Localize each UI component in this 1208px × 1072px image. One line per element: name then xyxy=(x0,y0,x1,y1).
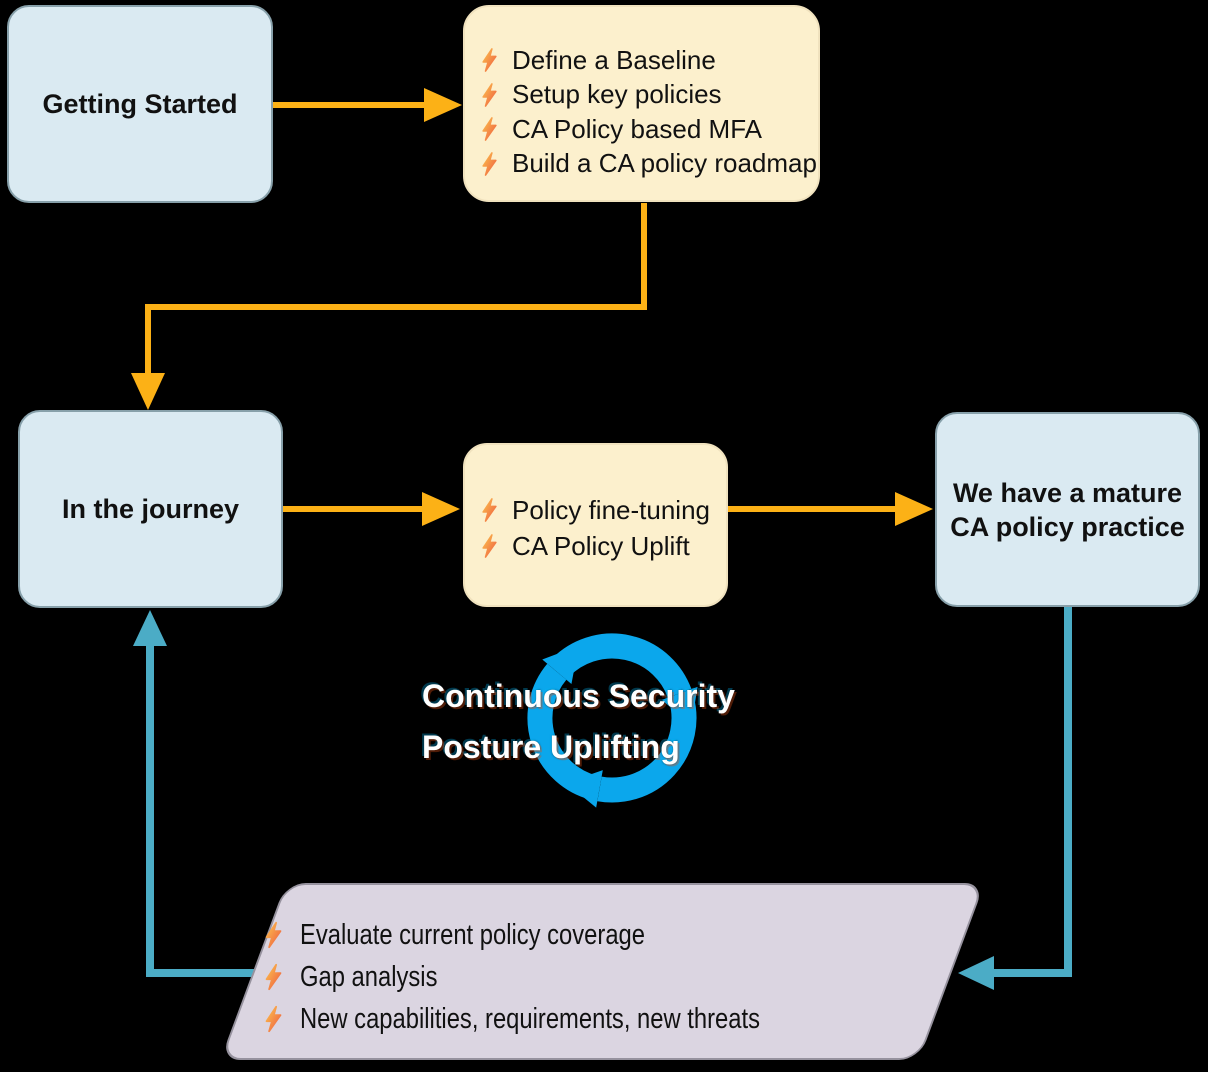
list-item-label: CA Policy Uplift xyxy=(512,530,690,561)
list-item: Define a Baseline xyxy=(465,43,818,78)
node-mature-practice: We have a mature CA policy practice xyxy=(935,412,1200,607)
lightning-bolt-icon xyxy=(482,534,497,558)
list-item: CA Policy based MFA xyxy=(465,112,818,147)
lightning-bolt-icon xyxy=(482,82,497,107)
arrow-actions-to-journey xyxy=(131,203,647,410)
lightning-bolt-icon xyxy=(482,117,497,142)
lightning-bolt-icon xyxy=(265,921,282,949)
arrow-actions-to-mature xyxy=(726,492,933,526)
lightning-bolt-icon xyxy=(482,48,497,73)
arrow-journey-to-actions xyxy=(281,492,460,526)
lightning-bolt-icon xyxy=(265,963,282,991)
arrow-getting-started-to-actions xyxy=(271,88,462,122)
list-item-label: New capabilities, requirements, new thre… xyxy=(300,1002,760,1035)
arrow-review-to-journey xyxy=(133,610,256,977)
cycle-caption-line2: Posture Uplifting xyxy=(422,729,680,765)
list-item: New capabilities, requirements, new thre… xyxy=(263,998,861,1040)
list-item: Gap analysis xyxy=(263,956,861,998)
list-item-label: Setup key policies xyxy=(512,79,722,110)
node-in-the-journey-label: In the journey xyxy=(61,494,240,524)
cycle-caption: Continuous Security Posture Uplifting xyxy=(422,671,735,773)
list-item: Build a CA policy roadmap xyxy=(465,147,818,182)
list-item-label: Define a Baseline xyxy=(512,44,716,75)
list-item-label: Evaluate current policy coverage xyxy=(300,918,646,951)
node-getting-started: Getting Started xyxy=(7,5,273,203)
mature-line1: We have a mature xyxy=(952,477,1183,508)
review-actions-list: Evaluate current policy coverage Gap ana… xyxy=(263,914,861,1040)
mature-line2: CA policy practice xyxy=(950,511,1185,542)
list-item: CA Policy Uplift xyxy=(465,528,726,564)
lightning-bolt-icon xyxy=(265,1005,282,1033)
node-starter-actions: Define a Baseline Setup key policies CA … xyxy=(463,5,820,202)
cycle-caption-line1: Continuous Security xyxy=(422,678,735,714)
node-in-the-journey: In the journey xyxy=(18,410,283,608)
arrow-mature-to-review xyxy=(958,605,1072,990)
list-item-label: Gap analysis xyxy=(300,960,438,993)
list-item: Evaluate current policy coverage xyxy=(263,914,861,956)
list-item-label: Build a CA policy roadmap xyxy=(512,148,817,179)
list-item-label: Policy fine-tuning xyxy=(512,494,710,525)
node-mature-practice-label: We have a mature CA policy practice xyxy=(950,476,1185,544)
lightning-bolt-icon xyxy=(482,498,497,522)
list-item: Policy fine-tuning xyxy=(465,492,726,528)
node-getting-started-label: Getting Started xyxy=(42,89,238,119)
list-item: Setup key policies xyxy=(465,78,818,113)
node-journey-actions: Policy fine-tuning CA Policy Uplift xyxy=(463,443,728,607)
list-item-label: CA Policy based MFA xyxy=(512,113,762,144)
lightning-bolt-icon xyxy=(482,151,497,176)
